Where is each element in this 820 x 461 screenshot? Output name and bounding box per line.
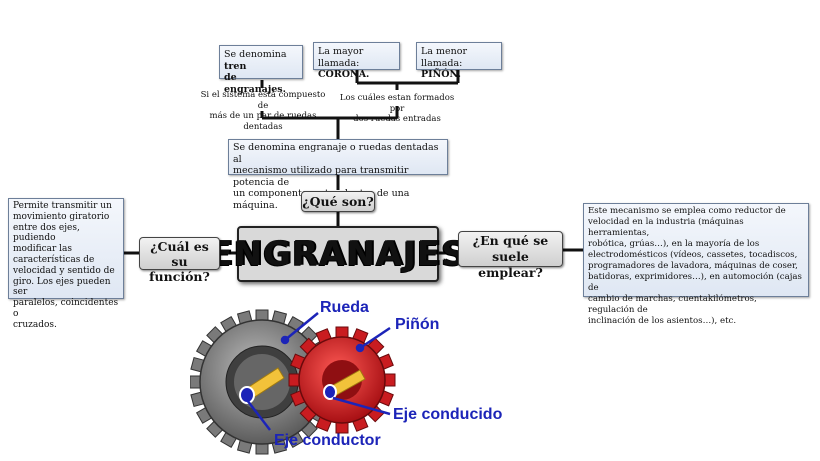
funcion-text-8: paralelos, coincidentes o: [13, 298, 119, 319]
tren-bold-2: de engranajes.: [224, 72, 286, 95]
main-title: ENGRANAJES: [209, 226, 466, 282]
empleo-text-1: Este mecanismo se emplea como reductor d…: [588, 206, 786, 216]
funcion-line-2: función?: [149, 269, 210, 284]
empleo-text-7: cambio de marchas, cuentakilómetros, reg…: [588, 294, 757, 315]
rueda-label: Rueda: [320, 299, 369, 316]
empleo-text-5: programadores de lavadora, máquinas de c…: [588, 261, 798, 271]
ruedas-note-line-2: dos ruedas entradas: [353, 114, 441, 124]
tren-prefix: Se denomina: [224, 49, 287, 60]
empleo-line-1: ¿En qué se: [472, 233, 549, 248]
eje-conductor-label: Eje conductor: [274, 432, 381, 449]
funcion-text-9: cruzados.: [13, 319, 57, 330]
pinon-value: PIÑÓN.: [421, 69, 461, 80]
main-title-text: ENGRANAJES: [209, 234, 467, 274]
gear-illustration: [190, 309, 396, 455]
funcion-text-2: movimiento giratorio: [13, 211, 110, 222]
empleo-text-2: velocidad en la industria (máquinas herr…: [588, 217, 744, 238]
corona-box: La mayor llamada: CORONA.: [313, 42, 400, 80]
pointer-lines: [246, 312, 391, 431]
funcion-text-3: entre dos ejes, pudiendo: [13, 222, 80, 244]
eje-conducido-label: Eje conducido: [393, 406, 503, 423]
empleo-text-8: inclinación de los asientos…), etc.: [588, 316, 737, 326]
pinon-label-gear: Piñón: [395, 316, 440, 333]
definition-box: Se denomina engranaje o ruedas dentadas …: [228, 139, 448, 211]
empleo-text-4: electrodomésticos (vídeos, cassetes, toc…: [588, 250, 798, 260]
funcion-text-4: modificar las: [13, 244, 73, 255]
funcion-text-6: velocidad y sentido de: [13, 265, 115, 276]
tren-box: Se denomina tren de engranajes.: [219, 45, 303, 95]
funcion-text-5: características de: [13, 254, 95, 265]
funcion-text-1: Permite transmitir un: [13, 201, 112, 211]
funcion-box: Permite transmitir un movimiento girator…: [8, 198, 124, 330]
pinon-label: La menor llamada:: [421, 46, 468, 69]
funcion-node: ¿Cuál es su función?: [139, 237, 220, 284]
empleo-text-3: robótica, grúas…), en la mayoría de los: [588, 239, 760, 249]
empleo-text-6: batidoras, exprimidores…), en automoción…: [588, 272, 802, 293]
pinon-gear: [288, 326, 396, 434]
corona-value: CORONA.: [318, 69, 370, 80]
tren-note-line-1: Si el sistema está compuesto de: [200, 90, 326, 111]
funcion-line-1: ¿Cuál es su: [150, 239, 209, 269]
ruedas-note-line-1: Los cuáles estan formados por: [339, 93, 455, 114]
pinon-box: La menor llamada: PIÑÓN.: [416, 42, 502, 80]
que-son-label: ¿Qué son?: [302, 194, 374, 209]
definition-line-1: Se denomina engranaje o ruedas dentadas …: [233, 142, 439, 165]
que-son-node: ¿Qué son?: [301, 191, 375, 212]
funcion-text-7: giro. Los ejes pueden ser: [13, 276, 111, 298]
shafts: [239, 367, 366, 404]
empleo-node: ¿En qué se suele emplear?: [458, 231, 563, 280]
empleo-line-2: suele emplear?: [478, 249, 543, 280]
corona-label: La mayor llamada:: [318, 46, 364, 69]
tren-bold-1: tren: [224, 60, 247, 72]
definition-line-2: mecanismo utilizado para transmitir pote…: [233, 165, 409, 188]
tren-note: Si el sistema está compuesto de más de u…: [197, 90, 329, 132]
ruedas-note: Los cuáles estan formados por dos ruedas…: [334, 93, 460, 125]
tren-note-line-2: más de un par de ruedas dentadas: [209, 111, 317, 132]
empleo-box: Este mecanismo se emplea como reductor d…: [583, 203, 809, 326]
